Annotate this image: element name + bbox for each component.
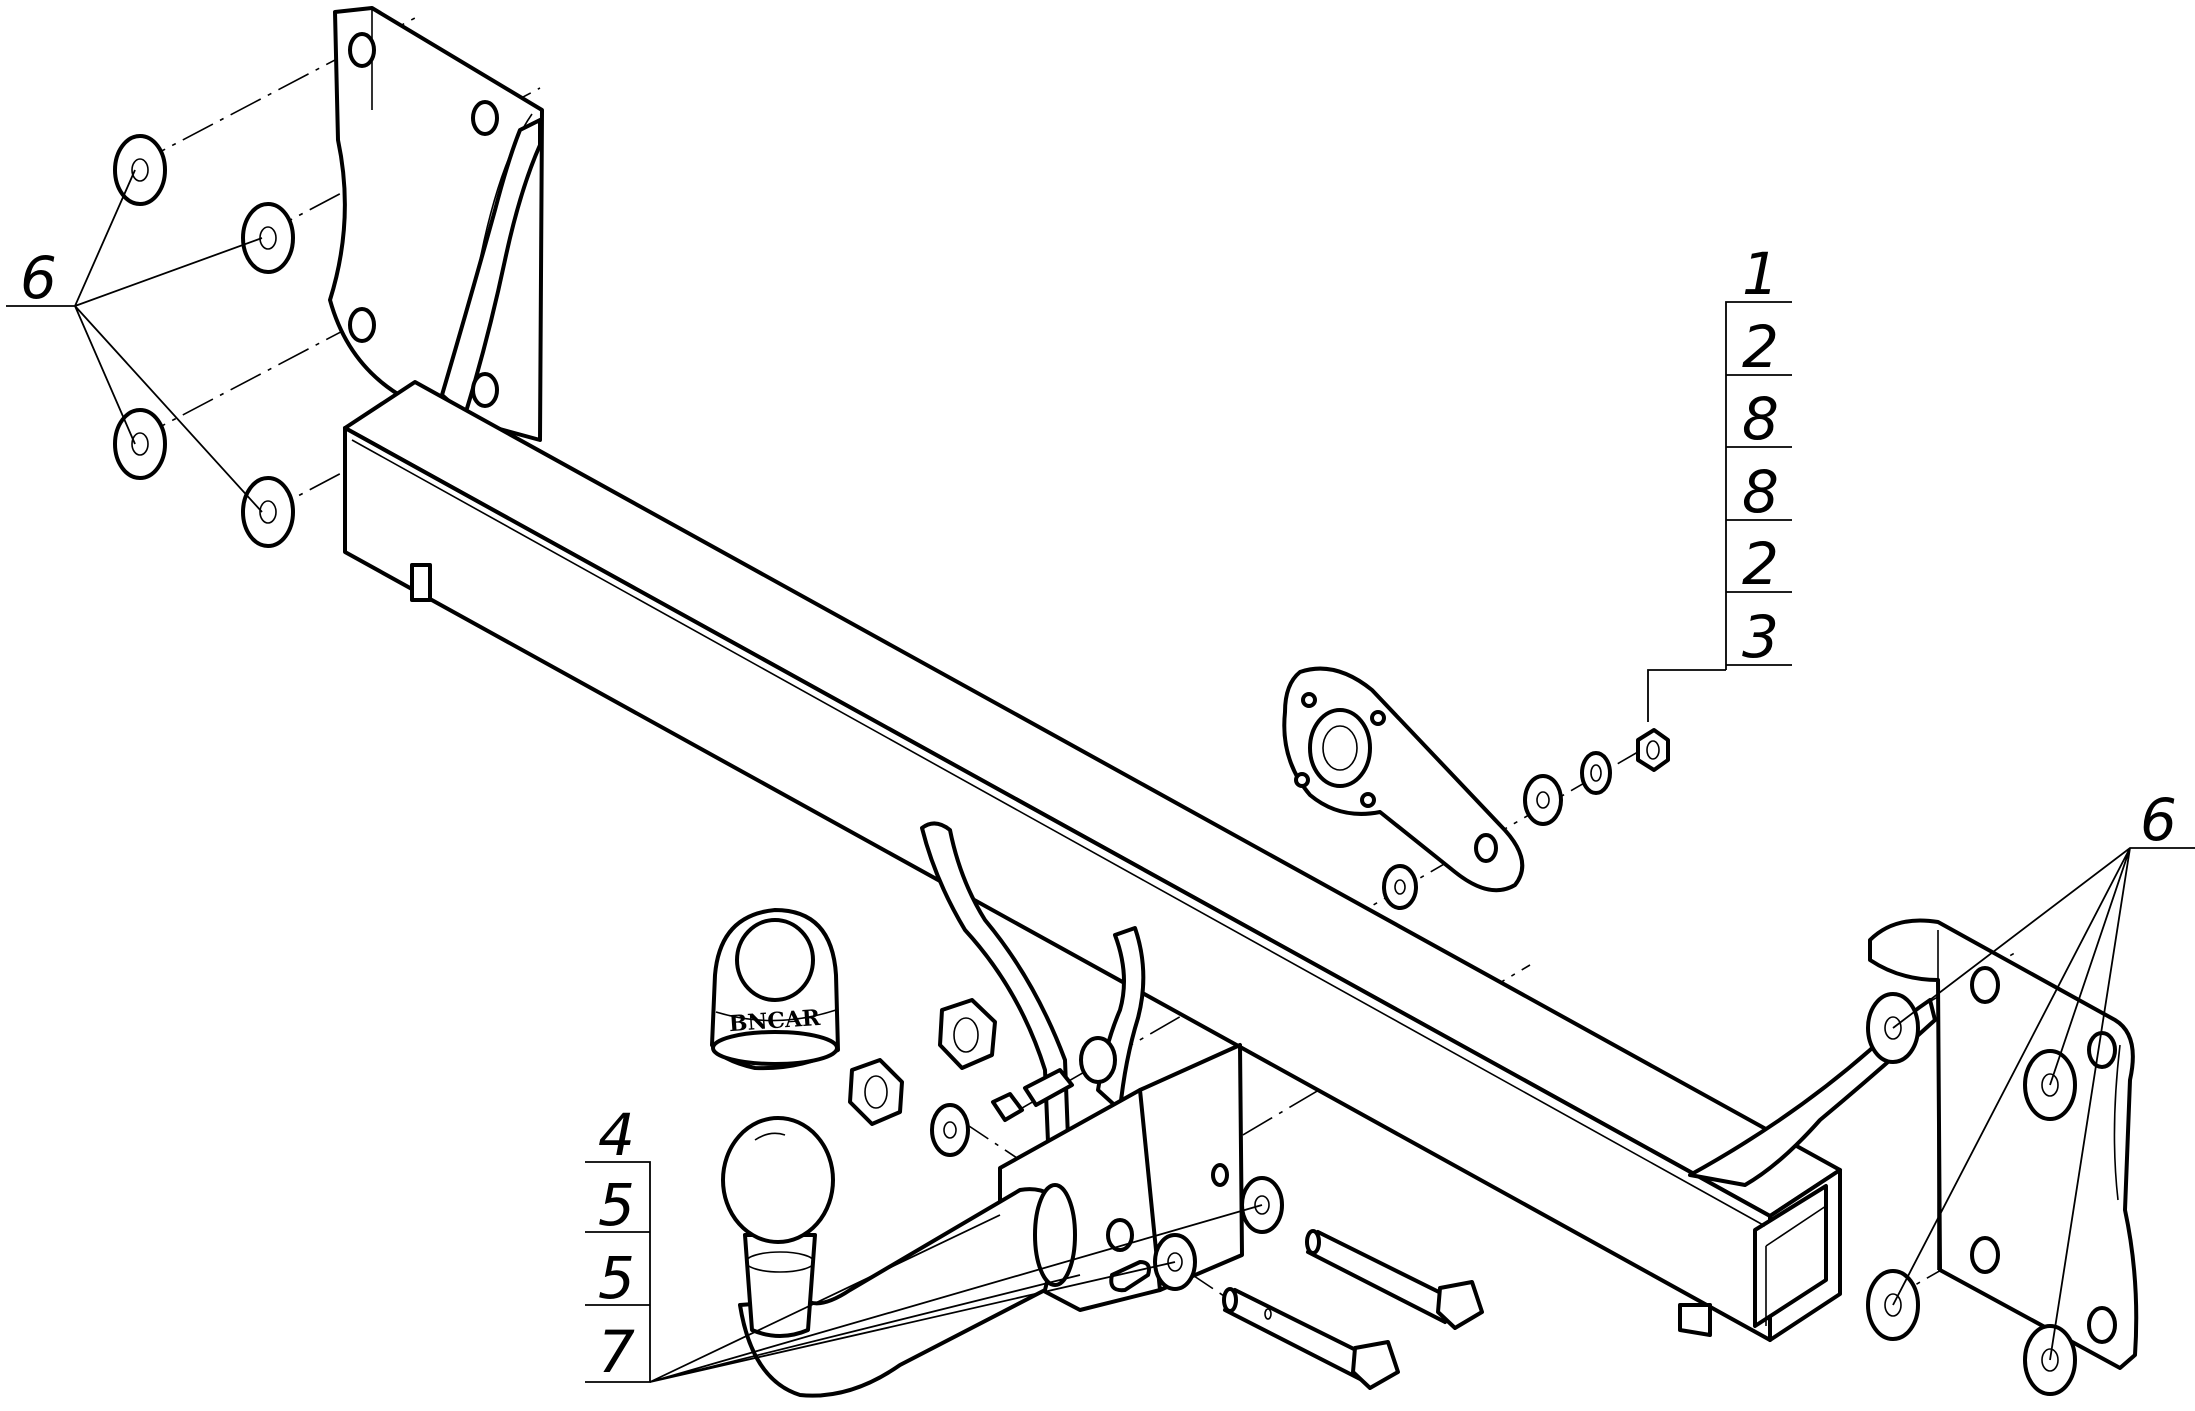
nut — [848, 1058, 904, 1126]
callout-left-washers: 6 — [20, 244, 57, 312]
ball-cap: BNCAR — [710, 908, 840, 1071]
callout-stack-6: 3 — [1742, 603, 1779, 671]
washer — [241, 476, 295, 548]
ball-mount-fasteners — [848, 998, 1484, 1390]
bolt — [1305, 1229, 1484, 1330]
cap-brand-label: BNCAR — [728, 1005, 822, 1037]
washer — [113, 408, 167, 480]
right-mounting-bracket — [1688, 918, 2139, 1370]
callout-ball-2: 5 — [598, 1171, 635, 1239]
washer — [113, 134, 167, 206]
tow-ball — [721, 1116, 1077, 1398]
socket-plate — [1282, 666, 1525, 893]
left-washers — [113, 134, 295, 548]
callouts: 6 1 2 8 8 2 3 6 4 5 5 7 — [20, 240, 2177, 1386]
washer — [241, 202, 295, 274]
nut — [1636, 728, 1670, 772]
bolt — [991, 1068, 1074, 1122]
washer — [1382, 864, 1418, 910]
callout-stack-1: 1 — [1742, 240, 1779, 308]
lock-washer — [1580, 751, 1612, 795]
callout-stack-4: 8 — [1742, 458, 1779, 526]
leader-lines — [6, 169, 2195, 1383]
nut — [938, 998, 997, 1070]
socket-fasteners — [1382, 728, 1670, 910]
callout-stack-3: 8 — [1742, 385, 1779, 453]
callout-ball-4: 7 — [598, 1318, 635, 1386]
callout-stack-5: 2 — [1742, 530, 1779, 598]
cross-beam — [343, 380, 1842, 1342]
washer — [930, 1103, 970, 1157]
left-mounting-bracket — [328, 6, 544, 442]
callout-ball-3: 5 — [598, 1244, 635, 1312]
callout-stack-2: 2 — [1742, 313, 1779, 381]
washer — [1523, 774, 1563, 826]
callout-ball-1: 4 — [598, 1101, 635, 1169]
bolt — [1222, 1287, 1400, 1390]
ball-mount-bracket — [920, 821, 1244, 1312]
callout-right-washers: 6 — [2140, 786, 2177, 854]
